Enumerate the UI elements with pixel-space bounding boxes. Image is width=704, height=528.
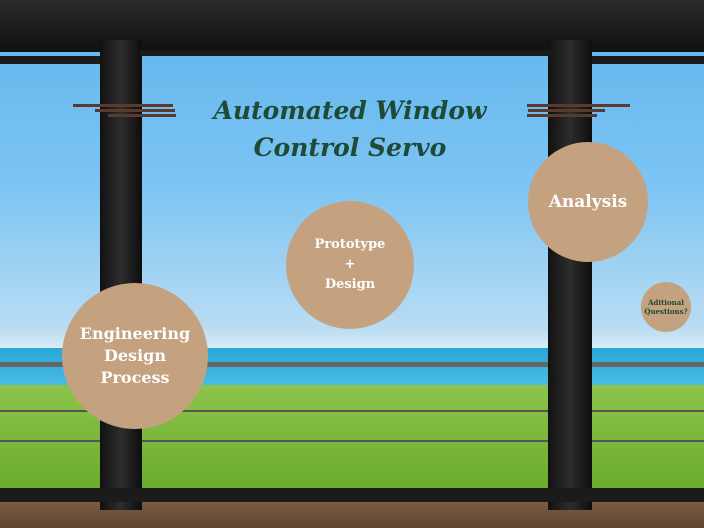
railing (0, 440, 704, 442)
window-frame (140, 50, 552, 56)
presentation-title: Automated Window Control Servo (170, 92, 530, 166)
title-line-2: Control Servo (253, 133, 447, 162)
decor-line (527, 114, 597, 117)
window-frame (0, 56, 100, 64)
decor-line (528, 109, 605, 112)
title-line-1: Automated Window (213, 96, 487, 125)
topic-label: Engineering (79, 324, 191, 343)
topic-analysis[interactable]: Analysis (528, 142, 648, 262)
window-frame (592, 56, 704, 64)
decor-line (73, 104, 173, 107)
topic-label: Questions? (644, 307, 688, 316)
decor-line (95, 109, 175, 112)
window-post-left (100, 40, 142, 510)
topic-prototype-design[interactable]: Prototype + Design (286, 201, 414, 329)
topic-label: + (344, 257, 356, 272)
decor-line (108, 114, 176, 117)
topic-label: Aditional (648, 298, 684, 307)
topic-label: Prototype (314, 237, 386, 252)
railing-top (0, 362, 704, 367)
window-sill (0, 488, 704, 502)
railing (0, 410, 704, 412)
decor-line (527, 104, 630, 107)
topic-label: Analysis (548, 192, 628, 212)
topic-label: Design (324, 277, 376, 292)
window-post-right (548, 40, 592, 510)
topic-label: Process (100, 368, 170, 387)
topic-label: Design (104, 346, 166, 365)
